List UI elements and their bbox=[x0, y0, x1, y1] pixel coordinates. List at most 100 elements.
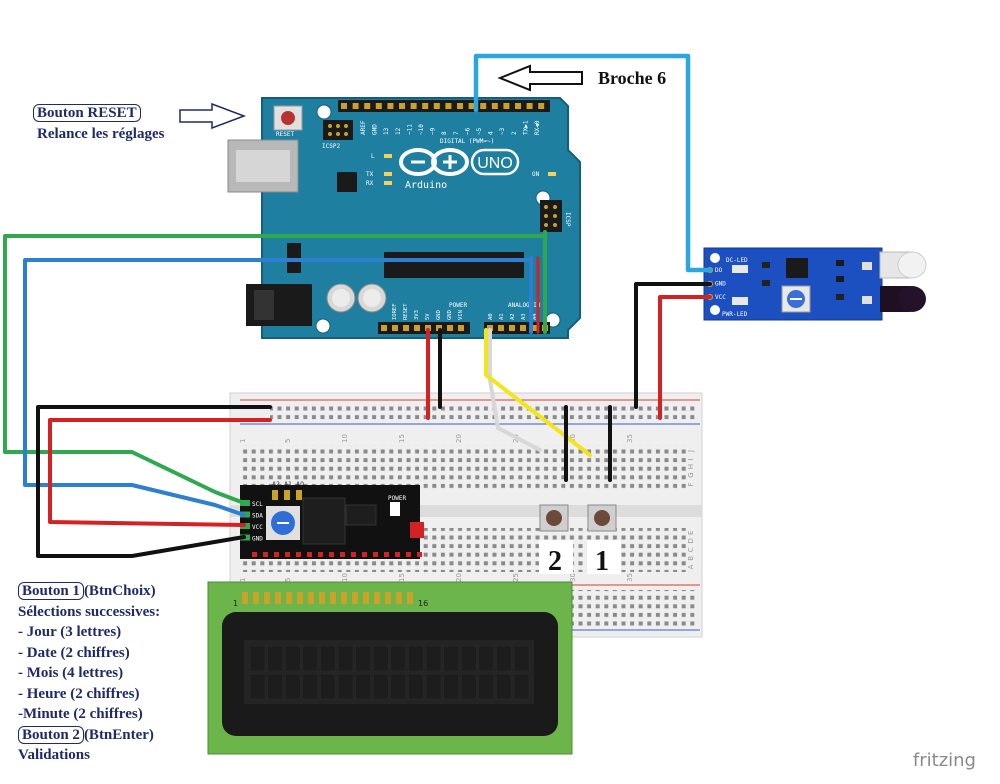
lcd-char-cell bbox=[284, 645, 301, 672]
header-pin bbox=[458, 325, 464, 331]
lcd-char-cell bbox=[408, 673, 424, 700]
lcd-char-cell bbox=[284, 673, 301, 700]
i2c-pin-label: SCL bbox=[252, 501, 263, 508]
i2c-pin-label: GND bbox=[252, 536, 263, 543]
i2c-bottom-pin bbox=[274, 552, 279, 557]
i2c-bottom-pin bbox=[406, 552, 411, 557]
lcd-char-cell bbox=[355, 673, 371, 700]
i2c-pin-label: SDA bbox=[252, 513, 263, 520]
header-pin bbox=[509, 325, 515, 331]
digital-pin-label: ~5 bbox=[476, 127, 483, 135]
lcd-char-cell bbox=[425, 645, 442, 672]
header-pin bbox=[491, 103, 498, 109]
lcd-char-cell bbox=[302, 673, 319, 700]
i2c-bottom-pin bbox=[329, 552, 334, 557]
sensor-pin-label: DO bbox=[715, 267, 723, 274]
i2c-bottom-pin bbox=[296, 552, 301, 557]
header-pin bbox=[515, 103, 521, 109]
wire-cyan-pin6 bbox=[473, 53, 713, 273]
led-tx-label: TX bbox=[366, 171, 374, 178]
header-pin bbox=[387, 103, 394, 109]
header-pin bbox=[399, 103, 405, 109]
lcd-char-cell bbox=[249, 673, 266, 700]
breadboard-row-label: I bbox=[687, 459, 695, 461]
breadboard-column-label: 5 bbox=[284, 578, 292, 582]
i2c-bottom-pin bbox=[417, 552, 422, 557]
icsp-header: ICSP bbox=[540, 200, 571, 232]
breadboard-row-label: B bbox=[687, 556, 695, 561]
digital-pin-label: GND bbox=[372, 124, 379, 135]
digital-pin-label: 2 bbox=[511, 131, 518, 135]
icsp2-label: ICSP2 bbox=[322, 143, 340, 150]
digital-pin-label: ~3 bbox=[499, 127, 506, 135]
breadboard-column-label: 20 bbox=[455, 434, 463, 443]
instruction-item: -Minute (2 chiffres) bbox=[18, 706, 143, 722]
header-pin bbox=[445, 103, 452, 109]
analog-pin-label: A2 bbox=[510, 313, 516, 320]
digital-pin-label: ~10 bbox=[418, 124, 425, 135]
i2c-bottom-pin bbox=[384, 552, 389, 557]
button2-label: Bouton 2 bbox=[18, 725, 84, 744]
usb-chip bbox=[337, 172, 357, 192]
breadboard-column-label: 35 bbox=[626, 573, 634, 582]
i2c-bottom-pin bbox=[351, 552, 356, 557]
lcd-char-cell bbox=[478, 645, 495, 672]
digital-pin-label: RX◀0 bbox=[534, 120, 541, 135]
uno-logo: UNO bbox=[477, 155, 513, 172]
digital-pin-label: 4 bbox=[488, 131, 495, 135]
breadboard-column-label: 30 bbox=[569, 573, 577, 582]
lcd-char-cell bbox=[372, 645, 389, 672]
sensor-pin-label: GND bbox=[715, 281, 726, 288]
lcd-char-cell bbox=[390, 645, 407, 672]
header-pin bbox=[447, 325, 453, 331]
breadboard-column-label: 35 bbox=[626, 434, 634, 443]
arduino-brand: Arduino bbox=[405, 180, 447, 191]
header-pin bbox=[422, 103, 429, 109]
ir-receiver-led bbox=[880, 286, 926, 312]
i2c-bottom-pin bbox=[373, 552, 378, 557]
breadboard-row-label: E bbox=[687, 531, 695, 535]
arrow-left-icon bbox=[497, 64, 583, 92]
header-pin bbox=[520, 325, 526, 331]
lcd-char-cell bbox=[249, 645, 266, 672]
digital-pin-label: 8 bbox=[441, 131, 448, 135]
dc-led-label: DC-LED bbox=[726, 257, 748, 264]
pcf8574-chip bbox=[302, 497, 346, 545]
analog-pin-label: A3 bbox=[521, 313, 527, 320]
lcd-char-cell bbox=[478, 673, 495, 700]
header-pin bbox=[381, 325, 387, 331]
push-button-1[interactable] bbox=[587, 504, 617, 532]
wire-white-a0 bbox=[488, 328, 542, 452]
digital-pin-label: TX▶1 bbox=[522, 120, 529, 135]
lcd-char-cell bbox=[355, 645, 371, 672]
lcd-1602-display: 1 16 bbox=[207, 581, 573, 755]
instruction-item: - Date (2 chiffres) bbox=[18, 644, 130, 661]
lcd-pin bbox=[396, 592, 402, 604]
i2c-pin-label: VCC bbox=[252, 524, 263, 531]
header-pin bbox=[436, 325, 442, 331]
button-2-number: 2 bbox=[548, 546, 562, 577]
led-on-label: ON bbox=[532, 171, 540, 178]
header-pin bbox=[403, 325, 409, 331]
digital-pin-label: 12 bbox=[395, 127, 402, 135]
lcd-char-cell bbox=[302, 645, 319, 672]
power-pin-label: GND bbox=[436, 310, 442, 320]
lcd-pin bbox=[242, 592, 248, 604]
breadboard-column-label: 10 bbox=[341, 434, 349, 443]
lcd-char-cell bbox=[460, 645, 477, 672]
i2c-bottom-pin bbox=[263, 552, 268, 557]
header-pin bbox=[498, 325, 504, 331]
arduino-logo-icon bbox=[399, 148, 469, 176]
header-pin bbox=[531, 325, 537, 331]
header-pin bbox=[433, 103, 440, 109]
power-pin-label: IOREF bbox=[392, 303, 398, 320]
backlight-jumper[interactable] bbox=[410, 522, 424, 538]
comparator-chip bbox=[786, 258, 808, 278]
lcd-pin bbox=[308, 592, 314, 604]
wire-black-gnd bbox=[36, 405, 272, 558]
lcd-char-cell bbox=[267, 673, 283, 700]
i2c-power-label: POWER bbox=[388, 495, 406, 502]
lcd-pin bbox=[297, 592, 303, 604]
push-button-2[interactable] bbox=[539, 504, 569, 532]
